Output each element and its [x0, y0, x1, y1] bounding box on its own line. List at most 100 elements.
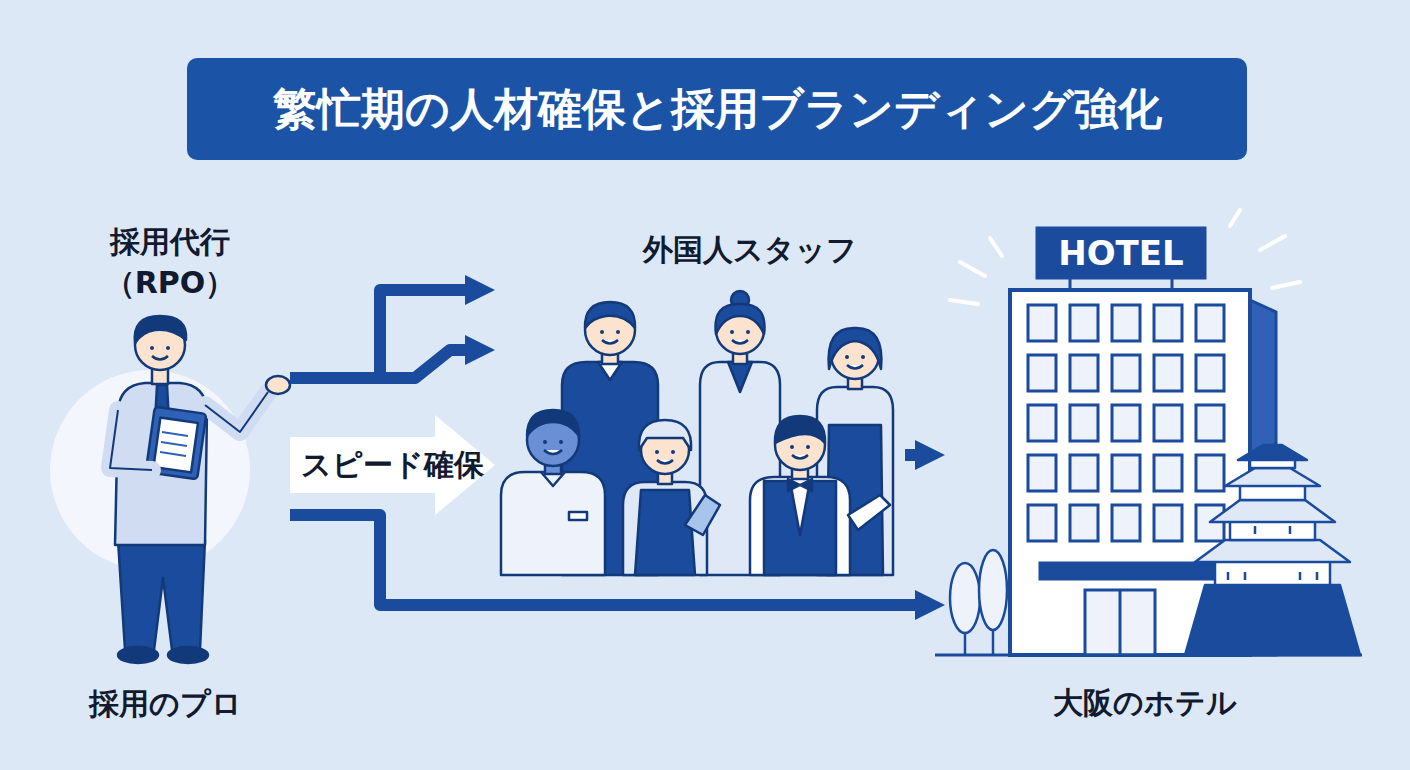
staff-figures-part-part [788, 479, 812, 491]
staff-group: 外国人スタッフ [495, 230, 905, 580]
staff-figures-part-part [544, 450, 562, 454]
hotel: HOTEL 大阪のホテル [945, 225, 1370, 725]
staff-figures-part-part [559, 440, 563, 444]
staff-figures-part-part [716, 304, 765, 334]
hotel-building-part-part [1070, 505, 1098, 541]
ground-line [935, 654, 1362, 657]
staff-figures-part-part [806, 445, 810, 449]
hotel-building-part-part [1112, 405, 1140, 441]
staff-figures-part-part [861, 355, 865, 359]
hotel-building-part-part [1070, 405, 1098, 441]
hotel-building-part-part [1112, 455, 1140, 491]
rpo-figure-part [150, 346, 154, 350]
trees-part [950, 563, 980, 633]
hotel-building-part-part [1112, 355, 1140, 391]
rpo-figure-part [205, 392, 268, 432]
hotel-building-part [1085, 590, 1155, 655]
staff-figures-part-part [685, 495, 720, 535]
rpo-figure [50, 316, 290, 663]
staff-figures-part-part [732, 340, 748, 344]
hotel-building-part-part [1154, 305, 1182, 341]
hotel-building-part-part [1028, 405, 1056, 441]
rpo-figure-part [118, 540, 205, 650]
staff-figures-part [623, 420, 720, 575]
trees [950, 550, 1007, 655]
staff-figures-part-part [671, 450, 675, 454]
hotel-building-part-part [1112, 305, 1140, 341]
staff-figures-part-part [730, 330, 734, 334]
hotel-building-part [1119, 590, 1122, 655]
rpo-figure-part [166, 346, 170, 350]
hotel-building-part [1028, 305, 1224, 541]
staff-figures [501, 291, 893, 575]
hotel-building-part [1037, 228, 1205, 278]
rpo-figure-part [135, 316, 186, 343]
osaka-castle-part [1238, 445, 1307, 460]
hotel-building-part-part [1196, 405, 1224, 441]
hotel-building-part-part [1028, 305, 1056, 341]
rpo-figure-part [153, 418, 198, 473]
staff-figures-part-part [764, 481, 836, 575]
staff-figures-part [501, 410, 605, 575]
osaka-castle-part [1185, 585, 1360, 655]
rpo-figure-part [266, 376, 290, 394]
osaka-castle-part [1195, 540, 1350, 562]
flow-arrow [290, 290, 465, 378]
staff-figures-part-part [501, 472, 605, 575]
hotel-building-part-part [1070, 305, 1098, 341]
staff-figures-part-part [728, 362, 752, 392]
hotel-building-part-part [1154, 455, 1182, 491]
hotel-building-part-part [1070, 455, 1098, 491]
osaka-castle-part [1225, 468, 1320, 486]
node-caption: 採用のプロ [40, 684, 290, 725]
rpo-figure-part [50, 370, 250, 570]
hotel-building-part-part [1154, 405, 1182, 441]
flow-arrow [290, 515, 915, 605]
hotel-building-part-part [1196, 455, 1224, 491]
staff-figures-part-part [657, 460, 673, 464]
hotel-building-part-part [1112, 505, 1140, 541]
staff-figures-part-part [790, 445, 794, 449]
osaka-castle-part [1228, 526, 1317, 580]
rpo-figure-part [160, 432, 188, 456]
osaka-castle-part [1210, 500, 1335, 522]
staff-figures-part-part [792, 455, 808, 459]
trees-part [979, 550, 1007, 630]
staff-figures-part-part [750, 477, 850, 575]
staff-figures-part-part [655, 450, 659, 454]
staff-figures-part-part [848, 495, 890, 530]
staff-figures-part-part [829, 328, 882, 369]
staff-figures-part-part [746, 330, 750, 334]
staff-figures-part-part [616, 330, 620, 334]
staff-figures-part-part [527, 410, 579, 436]
staff-figures-part-part [847, 365, 863, 369]
staff-figures-part-part [569, 512, 587, 520]
node-heading: 採用代行 （RPO） [90, 222, 250, 303]
node-heading: 外国人スタッフ [595, 230, 905, 271]
flow-arrow [290, 350, 465, 378]
hotel-building-part-part [1196, 305, 1224, 341]
rpo-figure-part [110, 410, 152, 470]
node-caption: 大阪のホテル [945, 683, 1345, 724]
hotel-building-part-part [1154, 505, 1182, 541]
staff-figures-part-part [600, 330, 604, 334]
staff-figures-part-part [543, 440, 547, 444]
hotel-building-part-part [1028, 505, 1056, 541]
flow-arrow [905, 449, 915, 461]
title-banner: 繁忙期の人材確保と採用ブランディング強化 [187, 58, 1247, 160]
staff-figures-part-part [639, 420, 691, 450]
staff-figures-part-part [635, 490, 695, 575]
staff-figures-part-part [845, 355, 849, 359]
rpo-figure-part [168, 647, 208, 663]
node-heading: HOTEL [1037, 228, 1205, 278]
staff-figures-part-part [775, 416, 825, 443]
staff-figures-part-part [585, 302, 635, 328]
hotel-building-part-part [1070, 355, 1098, 391]
osaka-castle [1185, 445, 1360, 655]
rpo-agent: 採用代行 （RPO）採用のプロ [40, 222, 290, 720]
hotel-building-part-part [1154, 355, 1182, 391]
rpo-figure-part [152, 356, 168, 360]
rpo-figure-part [205, 392, 268, 432]
staff-figures-part-part [602, 340, 618, 344]
